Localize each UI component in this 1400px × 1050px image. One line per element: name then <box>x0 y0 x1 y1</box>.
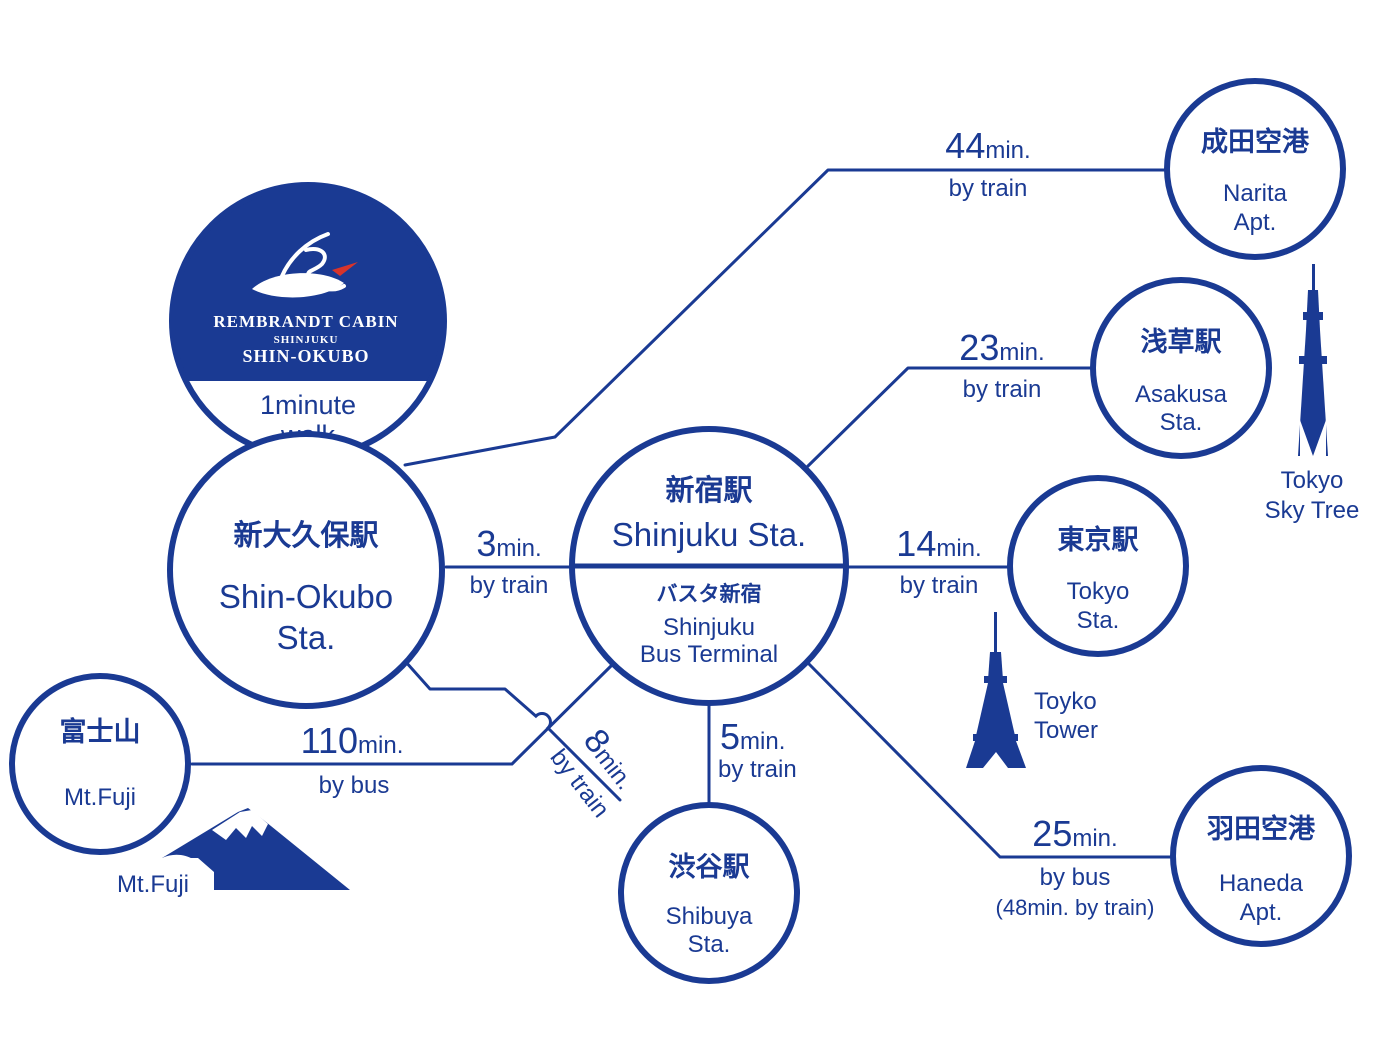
route-haneda-note: (48min. by train) <box>996 895 1155 920</box>
station-narita <box>1164 78 1346 260</box>
fuji-landmark-label: Mt.Fuji <box>117 871 189 898</box>
station-shinokubo <box>167 431 445 709</box>
haneda-jp: 羽田空港 <box>1207 813 1316 845</box>
hotel-district: Shinjuku <box>274 334 339 346</box>
line-crossing-gap <box>535 715 549 729</box>
station-fuji <box>9 673 191 855</box>
tokyo-sta: Sta. <box>1077 607 1120 634</box>
route-tokyo-mode: by train <box>900 572 979 599</box>
fuji-jp: 富士山 <box>60 716 141 748</box>
route-shibuya-time: 5min. <box>720 716 785 757</box>
tokyo-en: Tokyo <box>1067 578 1130 605</box>
skytree-icon <box>1298 264 1328 456</box>
route-narita-mode: by train <box>949 175 1028 202</box>
haneda-en: Haneda <box>1219 870 1304 897</box>
tokyo-jp: 東京駅 <box>1058 524 1139 556</box>
station-haneda <box>1170 765 1352 947</box>
walk-time: 1minute <box>260 390 356 420</box>
skytree-label-1: Tokyo <box>1281 467 1344 494</box>
shibuya-jp: 渋谷駅 <box>669 852 750 883</box>
station-tokyo <box>1007 475 1189 657</box>
hotel-branch: Shin-Okubo <box>242 346 369 366</box>
station-asakusa <box>1090 277 1272 459</box>
route-shinjuku-time: 3min. <box>476 523 541 564</box>
asakusa-sta: Sta. <box>1160 409 1203 436</box>
shinokubo-jp: 新大久保駅 <box>233 518 378 552</box>
route-asakusa-time: 23min. <box>959 327 1044 368</box>
shibuya-sta: Sta. <box>688 931 731 958</box>
tower-label-2: Tower <box>1034 717 1098 744</box>
rc-script-logo <box>252 232 358 298</box>
route-asakusa-mode: by train <box>963 376 1042 403</box>
route-fuji-mode: by bus <box>319 772 390 799</box>
line-narita <box>403 168 1167 467</box>
route-fuji-time: 110min. <box>301 720 404 761</box>
hotel-name: Rembrandt Cabin <box>213 312 398 331</box>
route-shibuya-mode: by train <box>718 756 797 783</box>
shinjuku-jp: 新宿駅 <box>665 473 752 507</box>
shibuya-en: Shibuya <box>666 903 753 930</box>
haneda-apt: Apt. <box>1240 899 1283 926</box>
route-shinjuku-mode: by train <box>470 572 549 599</box>
narita-jp: 成田空港 <box>1201 126 1310 158</box>
route-shibuya-diag: 8min. by train <box>545 722 639 823</box>
route-haneda-mode: by bus <box>1040 864 1111 891</box>
narita-en: Narita <box>1223 180 1288 207</box>
shinokubo-en: Shin-Okubo <box>219 578 393 615</box>
route-haneda-time: 25min. <box>1032 813 1117 854</box>
line-fuji <box>190 663 614 766</box>
tower-label-1: Toyko <box>1034 688 1097 715</box>
line-shinokubo-shibuya <box>403 659 622 802</box>
asakusa-en: Asakusa <box>1135 381 1228 408</box>
narita-apt: Apt. <box>1234 209 1277 236</box>
shinokubo-sta: Sta. <box>277 619 336 656</box>
tokyo-tower-icon <box>966 612 1026 768</box>
skytree-label-2: Sky Tree <box>1265 497 1360 524</box>
mt-fuji-icon <box>162 808 350 890</box>
bus-terminal-en2: Bus Terminal <box>640 641 778 668</box>
line-asakusa <box>806 366 1092 468</box>
bus-terminal-jp: バスタ新宿 <box>657 582 762 606</box>
bus-terminal-en1: Shinjuku <box>663 614 755 641</box>
line-haneda <box>806 661 1172 859</box>
fuji-en: Mt.Fuji <box>64 784 136 811</box>
route-narita-time: 44min. <box>945 125 1030 166</box>
asakusa-jp: 浅草駅 <box>1141 327 1222 358</box>
shinjuku-en: Shinjuku Sta. <box>612 516 806 553</box>
line-crossing-hop <box>534 712 552 730</box>
route-tokyo-time: 14min. <box>896 523 981 564</box>
station-shibuya <box>618 802 800 984</box>
